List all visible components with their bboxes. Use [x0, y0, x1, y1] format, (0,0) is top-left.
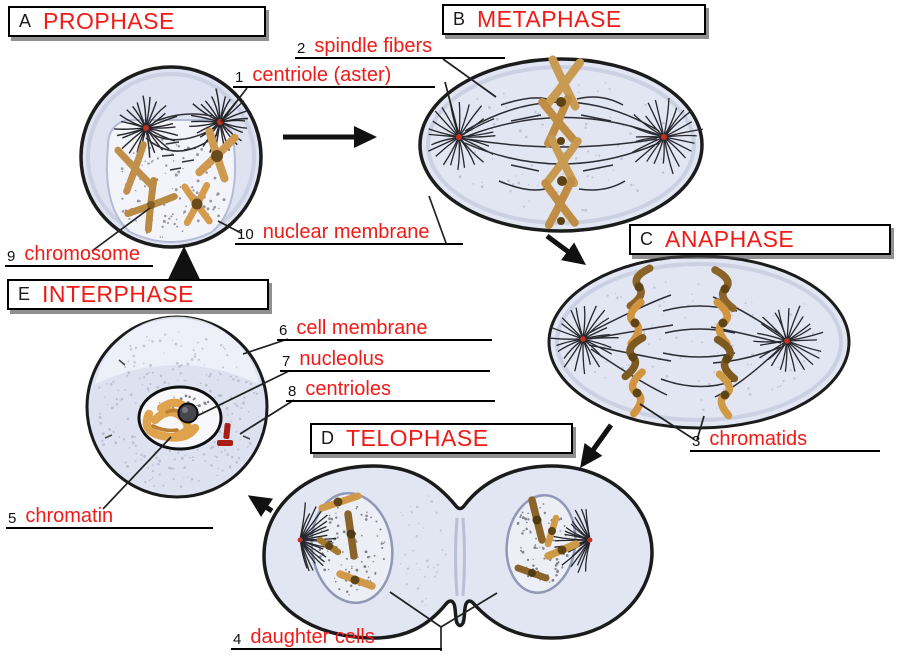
label-chromatids: 3 chromatids	[690, 429, 880, 452]
chromosomes	[118, 131, 235, 229]
label-number: 10	[237, 226, 254, 243]
label-chromatin: 5 chromatin	[6, 506, 213, 529]
aster-right	[630, 97, 704, 175]
anaphase-cell-illustration	[547, 254, 851, 430]
telophase-cell-illustration	[262, 464, 654, 640]
phase-letter: E	[18, 284, 31, 304]
phase-box-anaphase: C ANAPHASE	[629, 224, 891, 255]
centriole-dot	[661, 134, 667, 140]
centriole-dot	[784, 338, 790, 344]
phase-box-telophase: D TELOPHASE	[310, 423, 573, 454]
phase-box-metaphase: B METAPHASE	[442, 4, 706, 35]
label-chromosome: 9 chromosome	[5, 244, 153, 267]
label-text: chromatids	[709, 428, 808, 450]
centriole-dot	[587, 537, 593, 543]
aster-right	[553, 508, 591, 573]
label-number: 6	[279, 322, 288, 339]
label-number: 8	[288, 383, 297, 400]
phase-box-prophase: A PROPHASE	[8, 6, 266, 37]
label-spindle-fibers: 2 spindle fibers	[295, 36, 505, 59]
label-text: cell membrane	[296, 317, 428, 339]
chromatids	[625, 266, 734, 415]
cell-plate	[454, 517, 466, 597]
aster-right	[753, 305, 824, 372]
aster-left	[299, 502, 337, 572]
label-text: centriole (aster)	[252, 64, 392, 86]
label-cell-membrane: 6 cell membrane	[277, 318, 492, 341]
phase-name: METAPHASE	[477, 6, 622, 32]
label-number: 2	[297, 40, 306, 57]
label-daughter-cells: 4 daughter cells	[231, 627, 442, 650]
label-text: chromatin	[25, 505, 114, 527]
nucleolus	[177, 402, 199, 424]
label-text: centrioles	[305, 378, 391, 400]
chromosomes-aligned	[542, 60, 580, 225]
phase-letter: B	[453, 9, 466, 29]
phase-name: ANAPHASE	[665, 226, 795, 252]
label-number: 9	[7, 248, 16, 265]
chromosomes	[316, 492, 580, 590]
centriole-dot	[143, 125, 149, 131]
phase-name: INTERPHASE	[42, 281, 194, 307]
label-text: chromosome	[24, 243, 140, 265]
label-number: 1	[235, 69, 244, 86]
label-text: nuclear membrane	[262, 221, 430, 243]
phase-name: TELOPHASE	[346, 425, 489, 451]
centrioles	[217, 422, 233, 446]
aster-left	[550, 305, 619, 375]
label-centriole-aster: 1 centriole (aster)	[233, 65, 435, 88]
phase-box-interphase: E INTERPHASE	[7, 279, 269, 310]
centriole-dot	[297, 537, 303, 543]
label-nucleolus: 7 nucleolus	[280, 349, 490, 372]
label-number: 7	[282, 353, 291, 370]
centriole-dot	[580, 336, 586, 342]
phase-letter: D	[321, 428, 334, 448]
label-text: daughter cells	[250, 626, 375, 648]
metaphase-cell-illustration	[418, 55, 704, 233]
label-text: nucleolus	[299, 348, 384, 370]
label-number: 3	[692, 433, 701, 450]
label-number: 5	[8, 510, 17, 527]
centriole-dot	[217, 119, 223, 125]
label-centrioles: 8 centrioles	[286, 379, 495, 402]
fiber-dashes	[161, 141, 197, 171]
label-nuclear-membrane: 10 nuclear membrane	[235, 222, 463, 245]
nuclear-membrane-shape	[105, 119, 237, 243]
label-text: spindle fibers	[314, 35, 433, 57]
phase-name: PROPHASE	[43, 8, 175, 34]
interphase-cell-illustration	[85, 315, 269, 499]
phase-letter: C	[640, 229, 653, 249]
phase-letter: A	[19, 11, 32, 31]
centriole-dot	[456, 134, 462, 140]
label-number: 4	[233, 631, 242, 648]
